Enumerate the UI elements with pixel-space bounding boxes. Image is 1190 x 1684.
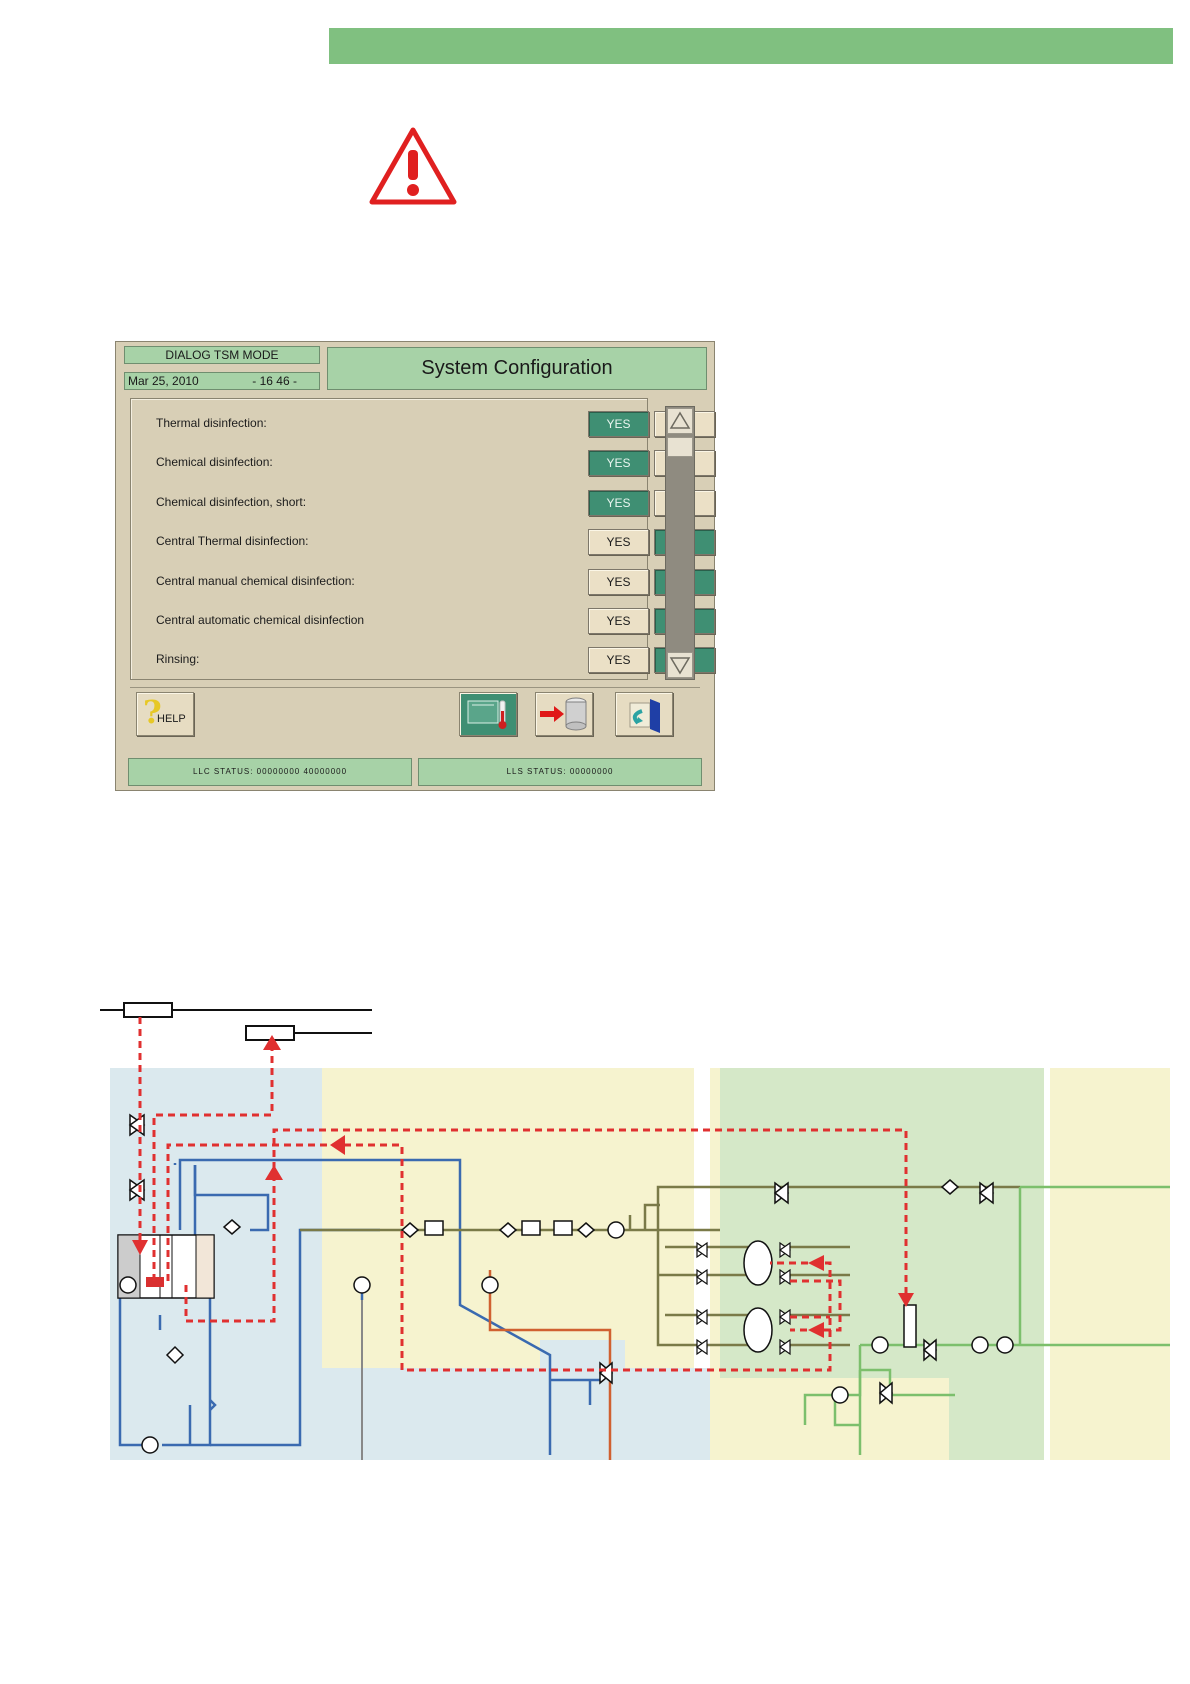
scroll-down-button[interactable]	[667, 652, 693, 678]
warning-triangle-icon	[369, 127, 457, 205]
option-row-rinsing: Rinsing:	[156, 647, 646, 671]
option-label: Thermal disinfection:	[156, 416, 267, 430]
central-auto-yes-button[interactable]: YES	[588, 608, 649, 634]
scroll-thumb[interactable]	[667, 437, 693, 457]
blue-pipelines	[118, 1158, 600, 1455]
toolbar: ? HELP	[130, 687, 700, 744]
time-value: - 16 46 -	[252, 374, 297, 388]
date-value: Mar 25, 2010	[128, 374, 199, 388]
small-valve-icons	[695, 1241, 792, 1356]
scroll-up-button[interactable]	[667, 408, 693, 434]
option-label: Central manual chemical disinfection:	[156, 574, 355, 588]
system-configuration-screen: DIALOG TSM MODE Mar 25, 2010 - 16 46 - S…	[115, 341, 715, 791]
flow-arrowheads	[132, 1035, 914, 1338]
option-row-chemical: Chemical disinfection:	[156, 450, 646, 474]
thermal-yes-button[interactable]: YES	[588, 411, 649, 437]
option-row-chemical-short: Chemical disinfection, short:	[156, 490, 646, 514]
lls-status: LLS STATUS: 00000000	[418, 758, 702, 786]
scrollbar[interactable]	[665, 406, 695, 680]
central-thermal-yes-button[interactable]: YES	[588, 529, 649, 555]
option-row-central-manual-chemical: Central manual chemical disinfection:	[156, 569, 646, 593]
exit-door-icon	[629, 699, 660, 733]
rinsing-yes-button[interactable]: YES	[588, 647, 649, 673]
question-mark-icon: ?	[143, 693, 162, 731]
diagram-zones	[110, 1068, 1170, 1460]
header-bar	[329, 28, 1173, 64]
save-configuration-button[interactable]	[535, 692, 593, 736]
option-label: Chemical disinfection:	[156, 455, 273, 469]
exit-button[interactable]	[615, 692, 673, 736]
option-row-central-thermal: Central Thermal disinfection:	[156, 529, 646, 553]
option-label: Chemical disinfection, short:	[156, 495, 307, 509]
page-title: System Configuration	[327, 347, 707, 390]
hydraulic-flow-diagram	[100, 1002, 1170, 1460]
help-button[interactable]: ? HELP	[136, 692, 194, 736]
supply-lines	[100, 1002, 372, 1041]
triangle-up-icon	[669, 411, 691, 429]
thermal-settings-button[interactable]	[459, 692, 517, 736]
pump-icons	[119, 1221, 1014, 1454]
help-label: HELP	[157, 713, 186, 725]
date-time-box: Mar 25, 2010 - 16 46 -	[124, 372, 320, 390]
central-manual-yes-button[interactable]: YES	[588, 569, 649, 595]
chemical-short-yes-button[interactable]: YES	[588, 490, 649, 516]
triangle-down-icon	[669, 657, 691, 675]
option-row-central-auto-chemical: Central automatic chemical disinfection	[156, 608, 646, 632]
option-label: Central Thermal disinfection:	[156, 534, 309, 548]
llc-status: LLC STATUS: 00000000 40000000	[128, 758, 412, 786]
thermometer-icon	[467, 700, 507, 729]
option-label: Rinsing:	[156, 652, 200, 666]
chemical-yes-button[interactable]: YES	[588, 450, 649, 476]
save-to-disk-icon	[540, 697, 587, 731]
orange-pipelines	[488, 1270, 612, 1460]
option-row-thermal: Thermal disinfection:	[156, 411, 646, 435]
option-label: Central automatic chemical disinfection	[156, 613, 365, 627]
mode-label: DIALOG TSM MODE	[124, 346, 320, 364]
sensor-icons	[165, 1179, 960, 1365]
